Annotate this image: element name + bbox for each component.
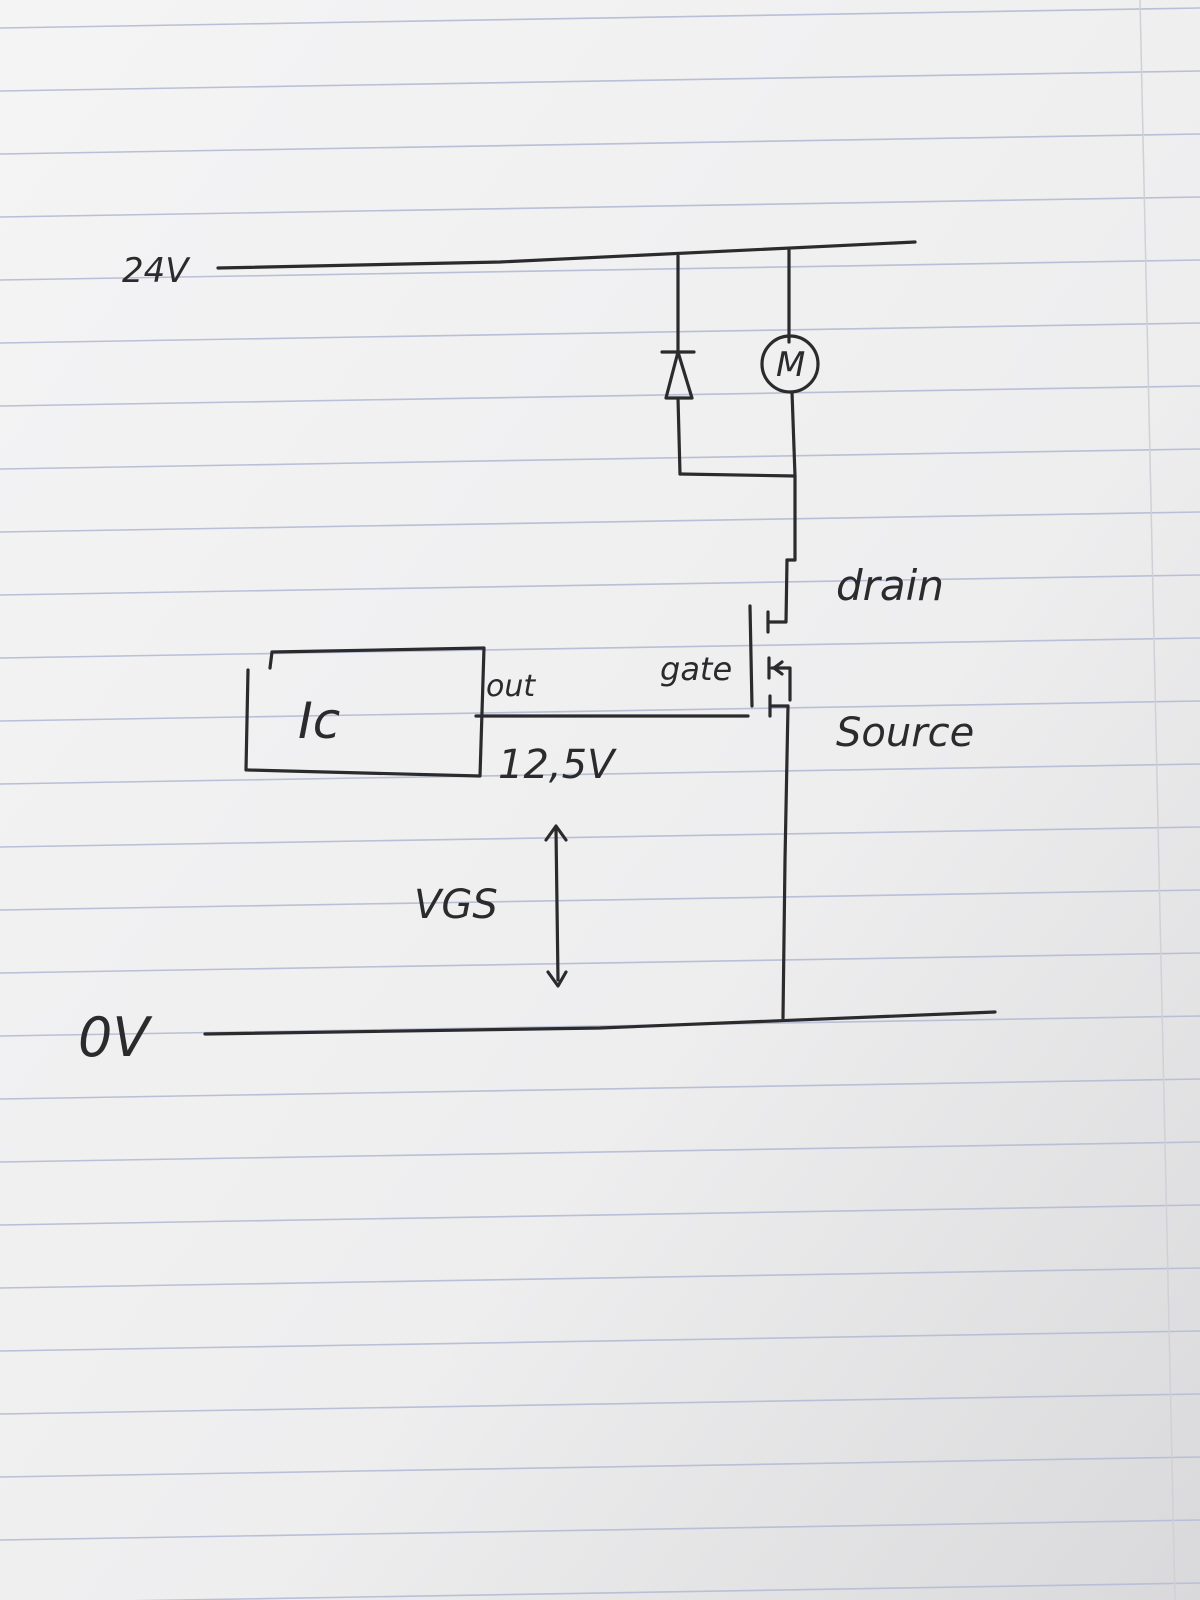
motor-bottom-wire [785,390,797,562]
rule-line [0,511,1200,533]
ic-box [244,646,486,778]
rule-line [0,322,1200,344]
rule-line [0,637,1200,659]
rule-line [0,70,1200,92]
rule-line [0,1141,1200,1163]
rule-line [0,826,1200,848]
vgs-label: VGS [414,882,498,928]
rule-line [0,700,1200,722]
ground-label: 0V [78,1006,153,1069]
rule-line [0,1015,1200,1037]
motor-symbol [760,334,820,394]
supply-rail [216,240,917,270]
margin-line [1139,0,1176,1600]
rule-line [0,7,1200,29]
rule-line [0,574,1200,596]
rule-line [0,889,1200,911]
ic-label: Ic [298,692,340,750]
out-pin-label: out [486,669,536,704]
out-voltage-label: 12,5V [498,742,617,788]
rule-line [0,259,1200,281]
rule-line [0,1330,1200,1352]
rule-line [0,448,1200,470]
mosfet-symbol [748,558,792,718]
rule-line [0,385,1200,407]
rule-line [0,1204,1200,1226]
vgs-arrow [544,824,568,988]
drain-label: drain [836,561,944,610]
motor-label: M [776,345,805,385]
rule-line [0,133,1200,155]
diode-motor-link [678,472,797,478]
rule-line [0,1456,1200,1478]
rule-line [0,1078,1200,1100]
rule-line [0,1393,1200,1415]
source-wire [781,704,790,1020]
ground-rail [203,1010,997,1036]
gate-label: gate [660,650,732,688]
rule-line [0,952,1200,974]
rule-line [0,1519,1200,1541]
supply-label: 24V [122,251,191,291]
source-label: Source [836,710,974,756]
rule-line [0,1267,1200,1289]
rule-line [0,763,1200,785]
rule-line [0,196,1200,218]
diode-symbol [660,350,696,476]
ruled-lines [0,7,1200,1600]
